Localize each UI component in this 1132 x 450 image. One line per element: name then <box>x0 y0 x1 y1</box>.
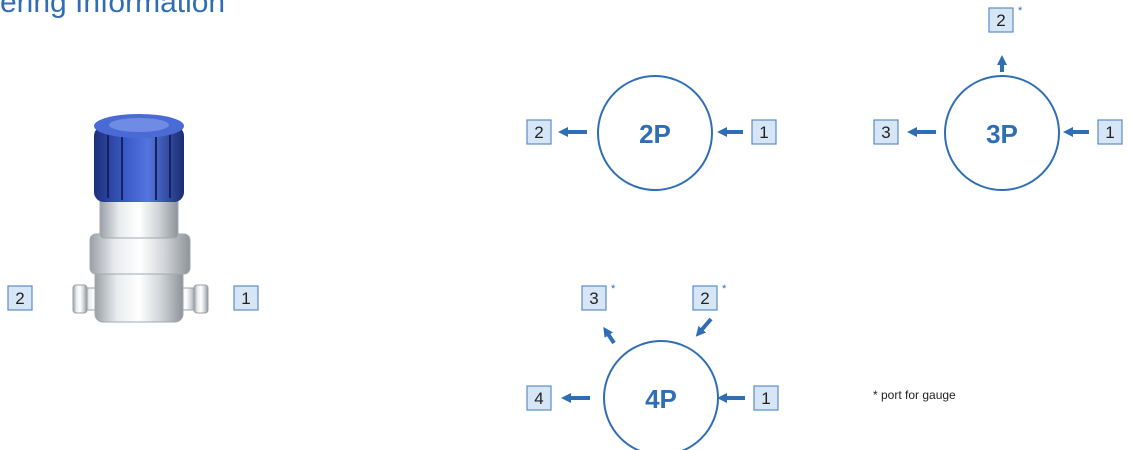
svg-text:3: 3 <box>881 123 890 142</box>
diagram-3p: 3P 3 1 2 * <box>873 5 1123 191</box>
svg-text:1: 1 <box>759 123 768 142</box>
svg-text:*: * <box>1018 5 1023 17</box>
arrow-diag-3-4p <box>603 326 616 345</box>
port-3p-1: 1 <box>1097 119 1123 145</box>
regulator-product-image <box>72 114 209 323</box>
diagram-4p: 4P 4 1 3 * 2 * <box>526 283 779 450</box>
svg-text:2: 2 <box>996 11 1005 30</box>
svg-text:1: 1 <box>1105 123 1114 142</box>
page-title: ering Information <box>0 0 226 19</box>
svg-text:1: 1 <box>241 289 250 308</box>
svg-text:2: 2 <box>700 289 709 308</box>
circle-3p <box>944 75 1060 191</box>
port-4p-2: 2 * <box>692 283 727 311</box>
product-port-2: 2 <box>7 285 33 311</box>
port-3p-2: 2 * <box>988 5 1023 33</box>
svg-text:2: 2 <box>534 123 543 142</box>
gauge-port-note: * port for gauge <box>873 388 956 402</box>
port-4p-4: 4 <box>526 385 552 411</box>
svg-text:2: 2 <box>15 289 24 308</box>
label-2p: 2P <box>639 119 671 149</box>
product-port-1: 1 <box>233 285 259 311</box>
port-2p-2: 2 <box>526 119 552 145</box>
port-3p-3: 3 <box>873 119 899 145</box>
port-4p-1: 1 <box>753 385 779 411</box>
label-4p: 4P <box>645 384 677 414</box>
label-3p: 3P <box>986 119 1018 149</box>
port-2p-1: 1 <box>751 119 777 145</box>
diagram-2p: 2P 2 1 <box>526 75 777 191</box>
port-4p-3: 3 * <box>581 283 616 311</box>
svg-text:*: * <box>611 283 616 295</box>
svg-text:1: 1 <box>761 389 770 408</box>
arrow-diag-2-4p <box>695 317 713 337</box>
circle-2p <box>597 75 713 191</box>
svg-text:*: * <box>722 283 727 295</box>
svg-text:3: 3 <box>589 289 598 308</box>
svg-text:4: 4 <box>534 389 543 408</box>
